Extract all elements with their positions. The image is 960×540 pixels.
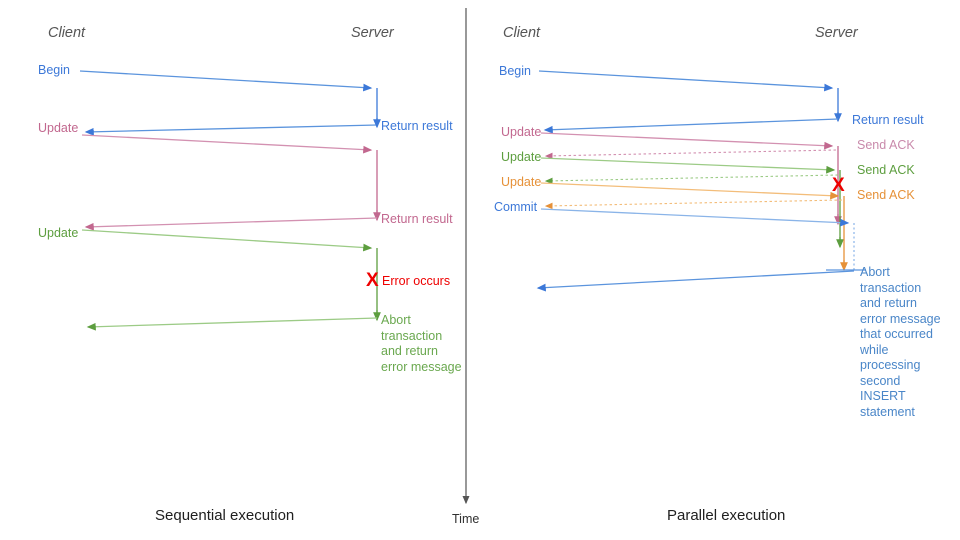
arrow-update-3 [540, 182, 840, 200]
arrow-return-result [543, 118, 839, 134]
parallel-message-begin-label: Begin [499, 64, 531, 78]
parallel-message-update-3-label: Update [501, 175, 542, 189]
parallel-message-send-ack-2-label: Send ACK [857, 163, 915, 177]
parallel-panel-caption: Parallel execution [667, 507, 786, 524]
panel-sequential-arrows [79, 70, 381, 331]
panel-parallel-arrows [536, 70, 866, 292]
sequential-message-update-2-label: Update [38, 226, 79, 240]
sequential-message-begin-label: Begin [38, 63, 70, 77]
parallel-message-update-1-label: Update [501, 125, 542, 139]
parallel-message-update-2-label: Update [501, 150, 542, 164]
time-axis-label: Time [452, 512, 480, 526]
arrow-update-1 [81, 134, 373, 154]
sequential-message-abort-return-label: Abort transaction and return error messa… [381, 313, 462, 374]
parallel-actor-server-label: Server [815, 25, 858, 41]
arrow-update-1 [540, 132, 834, 150]
arrow-update-2 [81, 229, 373, 252]
sequential-message-return-result-1-label: Return result [381, 119, 453, 133]
parallel-message-send-ack-3-label: Send ACK [857, 188, 915, 202]
parallel-message-commit-label: Commit [494, 200, 538, 214]
arrow-abort-return [86, 317, 378, 331]
arrow-return-result-2 [84, 217, 378, 231]
arrow-return-result-1 [84, 124, 378, 136]
arrow-send-ack-3 [544, 199, 843, 210]
arrow-send-ack-1 [544, 149, 837, 160]
parallel-message-abort-return-label: Abort transaction and return error messa… [860, 265, 941, 419]
parallel-actor-client-label: Client [503, 25, 541, 41]
parallel-error-x-icon: X [832, 175, 845, 196]
sequential-error-occurs-label: Error occurs [382, 274, 451, 288]
sequential-message-update-1-label: Update [38, 121, 79, 135]
arrow-abort-return [536, 270, 855, 292]
sequential-error-x-icon: X [366, 270, 379, 291]
arrow-send-ack-2 [544, 174, 839, 185]
arrow-begin [538, 70, 834, 92]
sequential-actor-client-label: Client [48, 25, 86, 41]
parallel-message-return-result-label: Return result [852, 113, 924, 127]
sequential-message-return-result-2-label: Return result [381, 212, 453, 226]
sequential-panel-caption: Sequential execution [155, 507, 295, 524]
parallel-message-send-ack-1-label: Send ACK [857, 138, 915, 152]
sequential-actor-server-label: Server [351, 25, 394, 41]
arrow-begin [79, 70, 373, 92]
arrow-commit [540, 208, 850, 227]
arrow-update-2 [540, 157, 836, 174]
